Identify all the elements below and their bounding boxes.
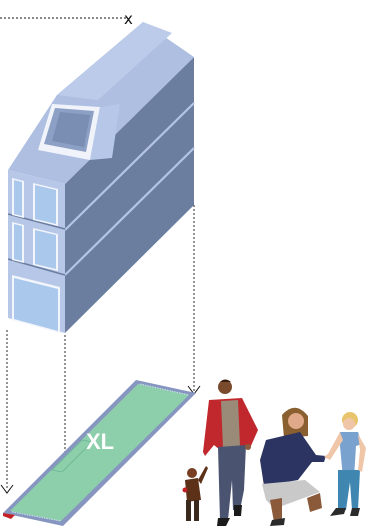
red-marker-icon: [3, 513, 15, 519]
child-figure: [182, 466, 208, 521]
woman-figure: [260, 407, 326, 526]
plot-fill: [10, 384, 189, 521]
roof-ridge: [57, 22, 172, 100]
man-figure: [203, 379, 258, 526]
dormer: [38, 104, 120, 160]
plot-size-label: XL: [86, 429, 114, 454]
building-side-wall: [65, 57, 194, 333]
front-floor-lines: [7, 213, 66, 276]
left-arrow-icon: [0, 484, 14, 494]
floor-seams: [64, 102, 195, 276]
building: [7, 22, 195, 333]
plot-outline-inner: [51, 439, 93, 473]
people-group: [182, 379, 366, 526]
girl-figure: [324, 412, 366, 516]
top-marker: x: [124, 10, 133, 28]
front-windows: [12, 178, 60, 333]
plot-footprint: XL: [3, 380, 196, 526]
